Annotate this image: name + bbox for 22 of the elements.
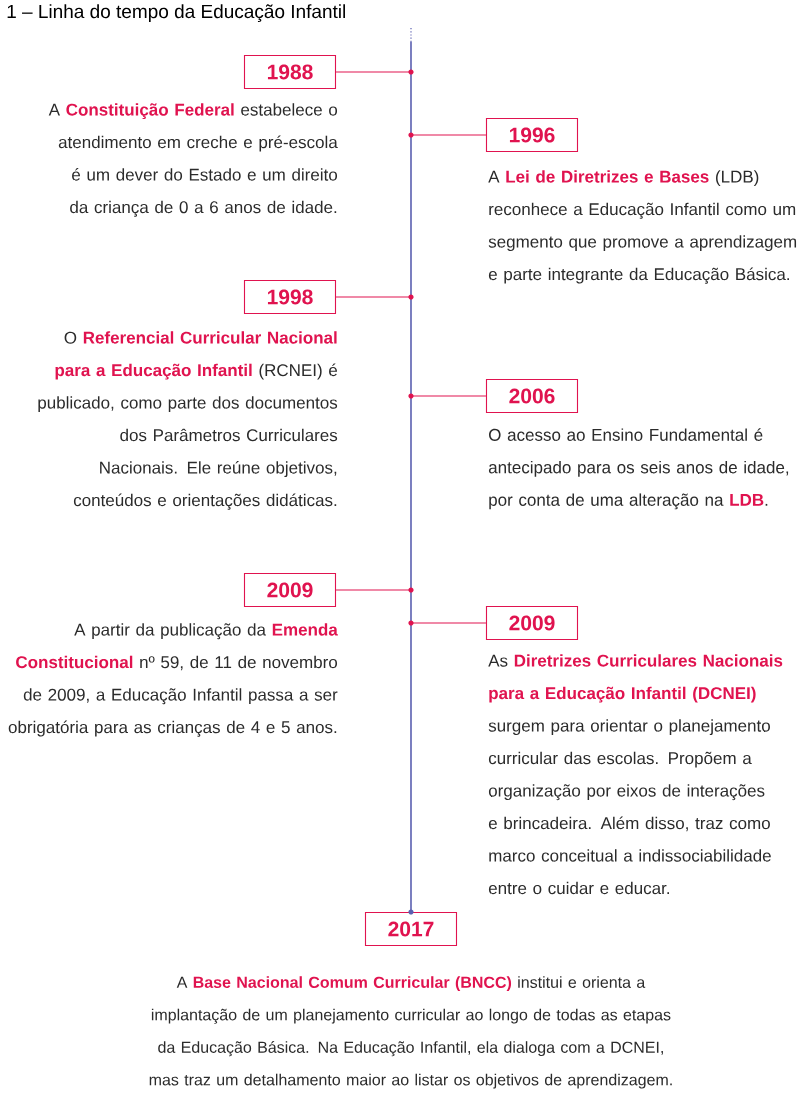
connector-line <box>410 134 487 136</box>
connector-line <box>335 589 412 591</box>
connector-line <box>335 71 412 73</box>
connector-line <box>410 622 487 624</box>
description-text: O acesso ao Ensino Fundamental é antecipado para os seis anos de idade, por conta de uma alteração na LDB. <box>488 428 789 510</box>
description-text: A Constituição Federal estabelece o atendimento em creche e pré-escola é um dever do Estado e um direito da criança de 0 a 6 anos de idade. <box>48 103 338 217</box>
year-box: 1988 <box>243 54 337 90</box>
year-box: 2006 <box>485 378 579 414</box>
connector-line <box>335 296 412 298</box>
description-text: As Diretrizes Curriculares Nacionais para a Educação Infantil (DCNEI) surgem para orientar o planejamento curricular das escolas. Propõem a organização por eixos de interações e brincadeira. Além disso, traz como marco conceitual a indissociabilidade entre o cuidar e educar. <box>488 654 783 895</box>
title: 1 – Linha do tempo da Educação Infantil <box>7 4 345 22</box>
description-text: O Referencial Curricular Nacional para a Educação Infantil (RCNEI) é publicado, como parte dos documentos dos Parâmetros Curriculares Nacionais. Ele reúne objetivos, conteúdos e orientações didáticas. <box>38 331 338 510</box>
year-box: 2017 <box>364 911 458 947</box>
connector-line <box>410 395 487 397</box>
description-text: A Base Nacional Comum Curricular (BNCC) institui e orienta a implantação de um planejamento curricular ao longo de todas as etapas da Educação Básica. Na Educação Infantil, ela dialoga com a DCNEI, mas traz um detalhamento maior ao listar os objetivos de aprendizagem. <box>149 976 672 1089</box>
description-text: A partir da publicação da Emenda Constitucional nº 59, de 11 de novembro de 2009, a Educação Infantil passa a ser obrigatória para as crianças de 4 e 5 anos. <box>8 623 338 737</box>
year-box: 2009 <box>485 605 579 641</box>
year-box: 2009 <box>243 572 337 608</box>
year-box: 1998 <box>243 279 337 315</box>
description-text: A Lei de Diretrizes e Bases (LDB) reconhece a Educação Infantil como um segmento que promove a aprendizagem e parte integrante da Educação Básica. <box>488 170 797 284</box>
timeline-bar <box>408 27 414 915</box>
year-box: 1996 <box>485 117 579 153</box>
